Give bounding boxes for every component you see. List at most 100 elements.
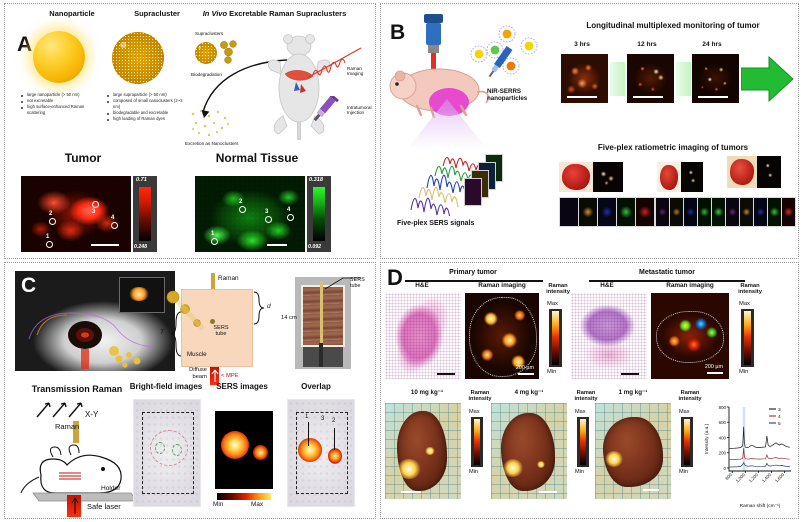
colorbar-max-value: 0.71 (136, 177, 147, 183)
sers-scale-colorbar (217, 493, 271, 500)
raman-column-title: Raman imaging (478, 282, 526, 289)
svg-text:800: 800 (719, 405, 727, 410)
colorbar-gradient (139, 186, 151, 242)
colorbar-max-value: 0.318 (309, 177, 323, 183)
plex-channel-image (683, 197, 698, 227)
longitudinal-title: Longitudinal multiplexed monitoring of t… (586, 21, 760, 30)
muscle-block (181, 289, 253, 367)
heading-invivo-rest: Excretable Raman Supraclusters (227, 9, 347, 18)
scale-bar (621, 373, 639, 375)
intensity-title-line2: intensity (574, 395, 598, 402)
label-depth-d: d (267, 303, 271, 310)
mouse-illustration-icon (389, 68, 489, 118)
raman-intensity-title: Raman intensity (673, 390, 707, 403)
plex-channel-image (655, 197, 670, 227)
label-mpe: < MPE (221, 373, 239, 379)
plex-channel-image (616, 197, 636, 227)
map-marker-circle (239, 206, 246, 213)
scale-bar (91, 244, 119, 246)
intensity-title-line2: intensity (546, 289, 570, 296)
hotspot (503, 459, 523, 477)
raman-intensity-title: Raman intensity (733, 283, 767, 295)
raman-intensity-title: Raman intensity (569, 390, 603, 403)
plex-channel-image (711, 197, 726, 227)
timepoint-label: 24 hrs (702, 41, 722, 48)
tumor-colorbar: 0.71 0.248 (133, 176, 157, 252)
label-min: Min (469, 469, 479, 475)
map-marker-label: 3 (265, 209, 269, 215)
laser-probe-icon (424, 14, 443, 75)
label-sers-tube: SERS tube (213, 325, 229, 338)
intensity-title-line2: intensity (738, 289, 762, 296)
heading-invivo: In Vivo Excretable Raman Supraclusters (177, 10, 372, 18)
svg-text:4: 4 (778, 414, 781, 420)
mouse-schematic-icon (267, 34, 331, 140)
muscle-tissue (301, 285, 345, 347)
label-max: Max (679, 409, 690, 415)
safe-laser-beam (67, 495, 81, 517)
svg-text:X-Y: X-Y (85, 410, 99, 419)
ratiometric-image (757, 156, 781, 188)
he-column-title: H&E (415, 282, 429, 289)
roi-outline (656, 311, 724, 363)
raman-image-thumb (119, 277, 165, 313)
svg-text:1,200: 1,200 (748, 472, 760, 484)
label-muscle: Muscle (187, 351, 207, 358)
colorbar-gradient (473, 419, 481, 465)
tumor-photo (657, 162, 681, 192)
plex-channel-image (697, 197, 712, 227)
raman-intensity-title: Raman intensity (541, 283, 575, 295)
spleen-photo-10mg (385, 403, 461, 499)
label-max: Max (739, 301, 750, 307)
hotspot (253, 445, 268, 460)
hotspot (425, 447, 435, 455)
list-item: high loading of Raman dyes (107, 116, 185, 122)
label-raman-imaging: Raman Imaging (347, 66, 364, 77)
dose-label: 10 mg kg⁻¹ (410, 389, 444, 396)
tumor-image-24hrs (692, 54, 739, 103)
dose-label: 1 mg kg⁻¹ (618, 389, 648, 396)
overlap-title: Overlap (301, 382, 331, 391)
map-marker-circle (265, 216, 272, 223)
plex-channel-image (753, 197, 768, 227)
label-sers-tube-photo: SERS tube (350, 277, 365, 290)
label-supraclusters: Supraclusters (195, 31, 224, 36)
organ-shape (730, 159, 754, 185)
roi-box (296, 412, 348, 494)
supracluster-illustration (112, 32, 164, 84)
sers-tube-leader-line (324, 277, 361, 290)
intensity-title-line1: Raman (680, 390, 700, 396)
label-max: Max (575, 409, 586, 415)
raman-spectrum-squiggle-icon (306, 47, 362, 79)
sers-tube-dot (210, 319, 215, 324)
hotspot (298, 438, 322, 462)
nanocluster-cluster-icon (220, 40, 237, 64)
map-marker-circle (287, 214, 294, 221)
list-item: biodegradable and excretable (107, 110, 185, 116)
scale-bar (698, 96, 728, 98)
intensity-title-line2: intensity (678, 395, 702, 402)
plex-channel-image (767, 197, 782, 227)
nanoclusters-scatter-icon (191, 109, 229, 137)
plex-channel-image (725, 197, 740, 227)
plex-channel-image (559, 197, 579, 227)
intensity-colorbar-1mg (681, 417, 693, 467)
mouse-photo-overlay-icon (28, 312, 154, 369)
bright-field-title: Bright-field images (129, 382, 203, 391)
map-marker-circle (92, 201, 99, 208)
intensity-title-line1: Raman (740, 283, 760, 289)
organ-shape (660, 165, 678, 190)
hotspot (397, 459, 421, 479)
timepoint-label: 12 hrs (637, 41, 657, 48)
scale-bar (437, 373, 455, 375)
svg-text:3: 3 (778, 407, 781, 413)
xy-scan-arrows-icon: X-Y (36, 402, 99, 419)
plex-channel-image (578, 197, 598, 227)
label-max: Max (251, 501, 264, 508)
he-column-title: H&E (600, 282, 614, 289)
sers-image (215, 411, 273, 489)
colorbar-gradient (579, 419, 587, 465)
sers-images-title: SERS images (216, 382, 268, 391)
heading-nanoparticle: Nanoparticle (49, 9, 95, 18)
scale-bar (643, 489, 659, 491)
